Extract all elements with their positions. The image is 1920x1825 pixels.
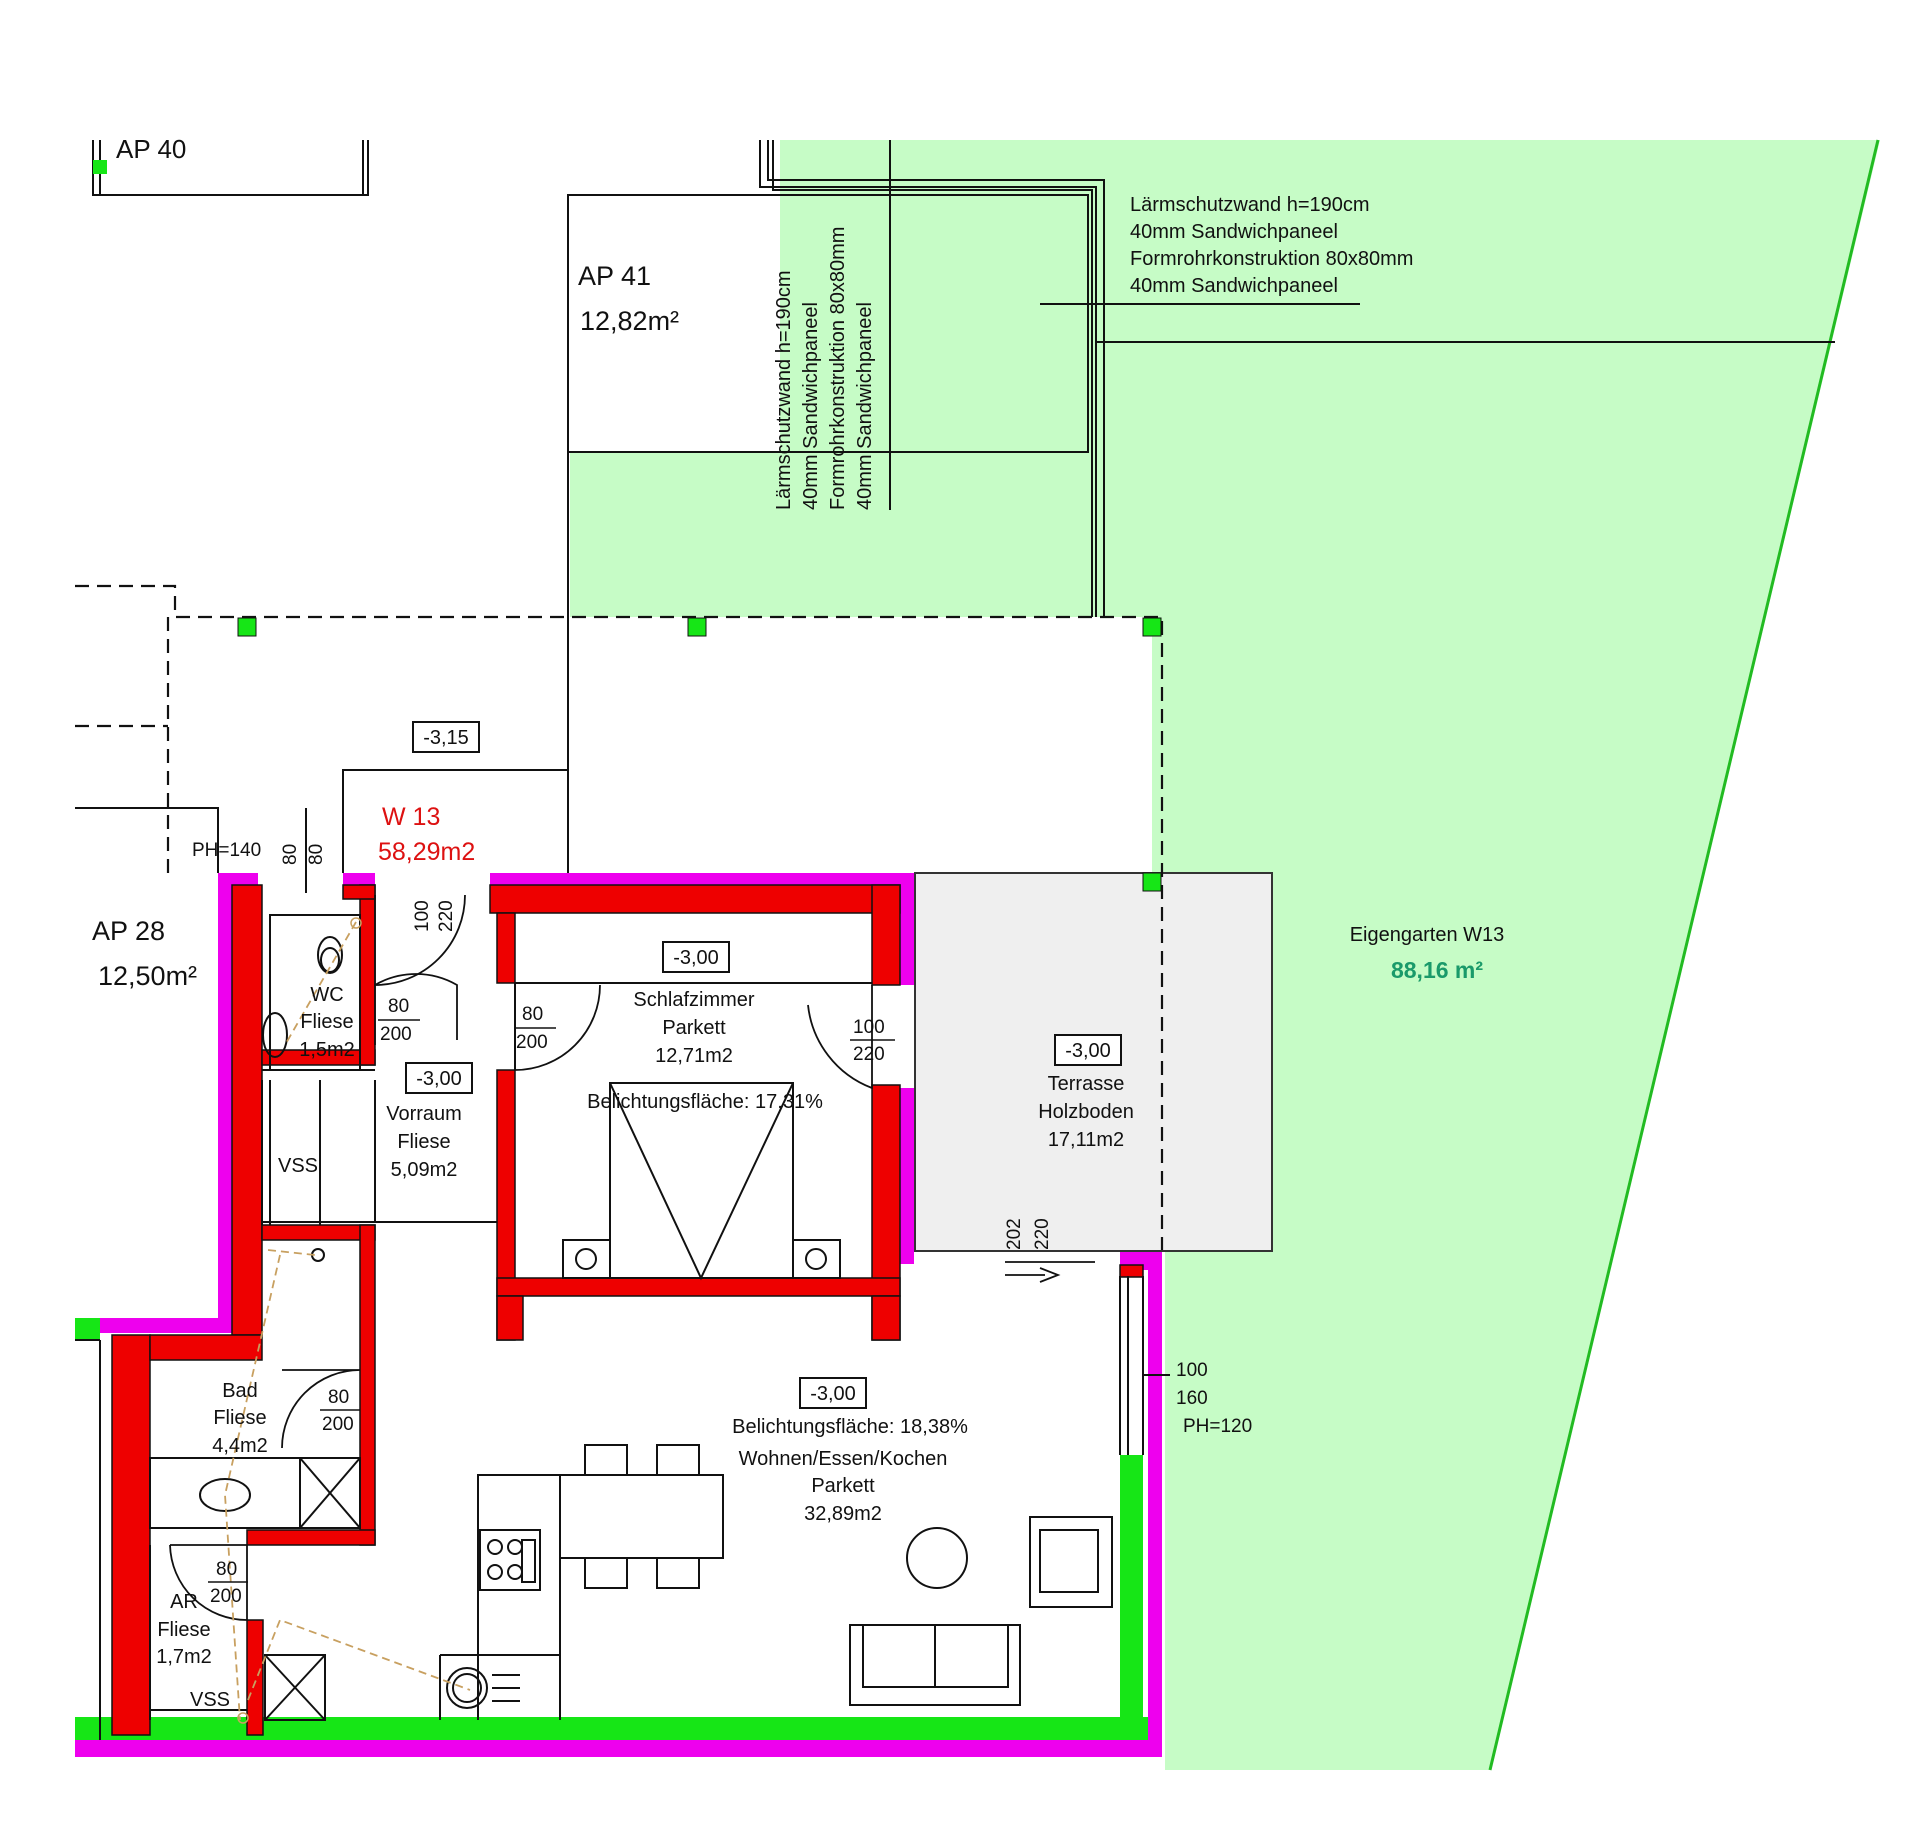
column-marker-1	[237, 617, 257, 637]
wc-name: WC	[310, 984, 343, 1006]
terrasse-area: 17,11m2	[1048, 1129, 1124, 1151]
entry-box	[75, 769, 569, 873]
garden-name: Eigengarten W13	[1350, 924, 1505, 946]
garden-upper-strip	[570, 452, 1152, 617]
ar-floor: Fliese	[157, 1619, 210, 1641]
bad-floor: Fliese	[213, 1407, 266, 1429]
bad-area: 4,4m2	[212, 1435, 268, 1457]
level-upper: -3,15	[423, 727, 469, 749]
noise-wall-note-3: Formrohrkonstruktion 80x80mm	[1130, 248, 1413, 270]
dim-wc-h: 200	[380, 1024, 412, 1045]
walls	[111, 884, 1144, 1736]
upper-floor-outline	[75, 584, 1164, 1250]
vss-bottom: VSS	[190, 1689, 230, 1711]
ap28-label: AP 28	[92, 916, 165, 946]
noise-wall-v-4: 40mm Sandwichpaneel	[854, 302, 876, 510]
vss-top: VSS	[278, 1155, 318, 1177]
wc-area: 1,5m2	[299, 1039, 355, 1061]
noise-wall-note-4: 40mm Sandwichpaneel	[1130, 275, 1338, 297]
schlaf-floor: Parkett	[662, 1017, 726, 1039]
dim-entry-w: 100	[412, 900, 433, 932]
noise-wall-vertical-note: Lärmschutzwand h=190cm 40mm Sandwichpane…	[773, 227, 876, 510]
wohnen-area: 32,89m2	[804, 1503, 882, 1525]
insulation-green	[75, 1318, 1148, 1740]
wohnen-name: Wohnen/Essen/Kochen	[739, 1448, 948, 1470]
level-schlaf: -3,00	[673, 947, 719, 969]
ap41-area: 12,82m²	[580, 306, 679, 336]
vorraum-name: Vorraum	[386, 1103, 462, 1125]
dim-ar-h: 200	[210, 1586, 242, 1607]
wc-floor: Fliese	[300, 1011, 353, 1033]
dim-wc-w: 80	[388, 996, 409, 1017]
dim-win-w: 100	[1176, 1360, 1208, 1381]
dim-80b: 80	[306, 844, 327, 865]
dim-schlaf-h: 200	[516, 1032, 548, 1053]
ap41-label: AP 41	[578, 261, 651, 291]
ar-name: AR	[170, 1591, 198, 1613]
dim-terr-door-w: 202	[1004, 1218, 1025, 1250]
wohnen-floor: Parkett	[811, 1475, 875, 1497]
dim-bad-w: 80	[328, 1387, 349, 1408]
ap40-label: AP 40	[116, 134, 186, 164]
noise-wall-v-1: Lärmschutzwand h=190cm	[773, 270, 795, 510]
bed	[562, 1082, 841, 1281]
vorraum-floor: Fliese	[397, 1131, 450, 1153]
garden-area-value: 88,16 m²	[1391, 957, 1483, 983]
noise-wall-v-3: Formrohrkonstruktion 80x80mm	[827, 227, 849, 510]
dim-win-h: 160	[1176, 1388, 1208, 1409]
ap28-area: 12,50m²	[98, 961, 197, 991]
property-boundary	[1488, 139, 1880, 1771]
noise-wall-note-1: Lärmschutzwand h=190cm	[1130, 194, 1370, 216]
furniture	[199, 936, 1113, 1721]
column-marker-3	[1142, 617, 1162, 637]
dim-ar-w: 80	[216, 1559, 237, 1580]
noise-wall-lines	[759, 140, 1835, 617]
ap40-marker	[93, 160, 107, 174]
door-swings	[169, 894, 1095, 1621]
dim-terr-door-h: 220	[1032, 1218, 1053, 1250]
installation-lines	[224, 921, 471, 1721]
ar-area: 1,7m2	[156, 1646, 212, 1668]
column-marker-4	[1142, 872, 1162, 892]
level-boxes	[405, 721, 1122, 1409]
level-wohnen: -3,00	[810, 1383, 856, 1405]
wohnen-light: Belichtungsfläche: 18,38%	[732, 1416, 968, 1438]
schlaf-name: Schlafzimmer	[633, 989, 754, 1011]
dim-schlaf-terr-w: 100	[853, 1017, 885, 1038]
column-marker-2	[687, 617, 707, 637]
terrasse-name: Terrasse	[1048, 1073, 1125, 1095]
dim-bad-h: 200	[322, 1414, 354, 1435]
level-vorraum: -3,00	[416, 1068, 462, 1090]
unit-name: W 13	[382, 803, 440, 831]
schlaf-area: 12,71m2	[655, 1045, 733, 1067]
vorraum-area: 5,09m2	[391, 1159, 458, 1181]
ph140-label: PH=140	[192, 840, 261, 861]
noise-wall-v-2: 40mm Sandwichpaneel	[800, 302, 822, 510]
dim-entry-h: 220	[436, 900, 457, 932]
schlaf-light: Belichtungsfläche: 17,31%	[587, 1091, 823, 1113]
dim-schlaf-w: 80	[522, 1004, 543, 1025]
dim-win-ph: PH=120	[1183, 1416, 1252, 1437]
bad-name: Bad	[222, 1380, 258, 1402]
noise-wall-note-2: 40mm Sandwichpaneel	[1130, 221, 1338, 243]
terrasse-floor: Holzboden	[1038, 1101, 1134, 1123]
dim-80a: 80	[280, 844, 301, 865]
unit-area: 58,29m2	[378, 838, 475, 866]
dim-schlaf-terr-h: 220	[853, 1044, 885, 1065]
level-terrasse: -3,00	[1065, 1040, 1111, 1062]
